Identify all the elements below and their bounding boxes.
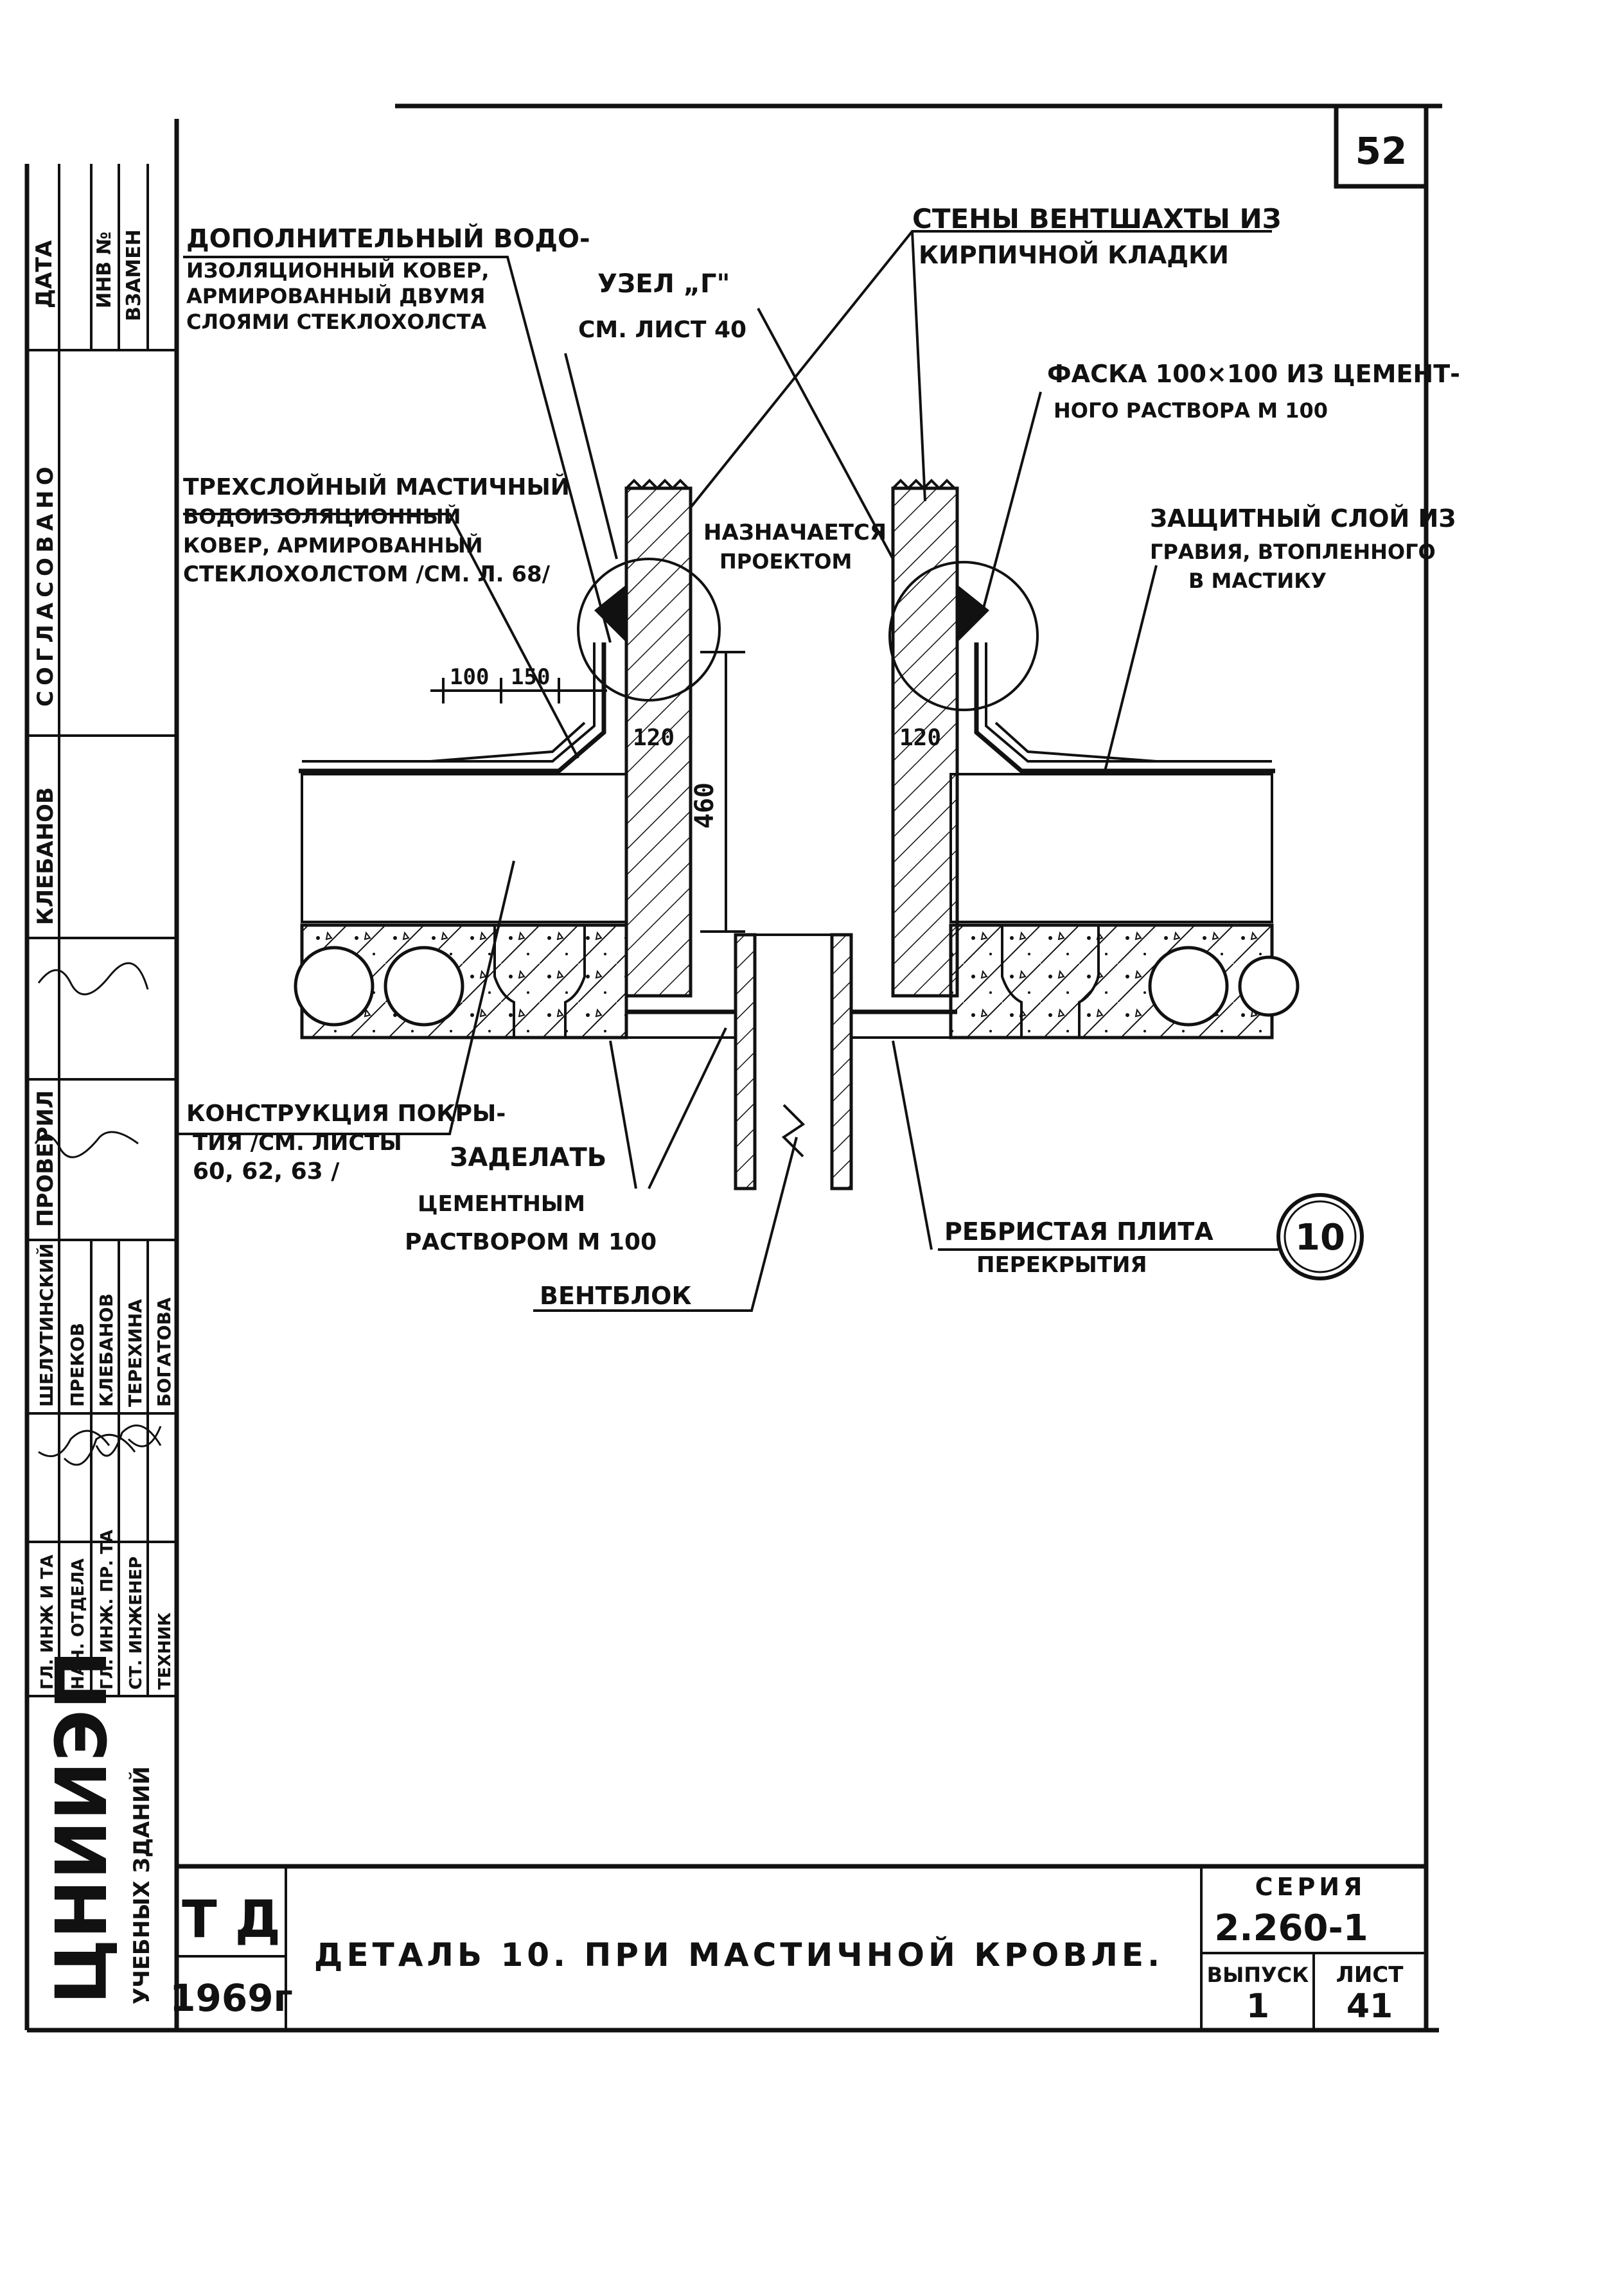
label-roof-construction-2: ТИЯ /СМ. ЛИСТЫ <box>193 1130 402 1156</box>
label-seal-2: ЦЕМЕНТНЫМ <box>418 1191 585 1217</box>
dim-120-left: 120 <box>633 725 675 751</box>
label-protective-1: ЗАЩИТНЫЙ СЛОЙ ИЗ <box>1150 504 1456 533</box>
stamp-name-d: ТЕРЕХИНА <box>125 1299 146 1407</box>
label-additional-carpet-1: ДОПОЛНИТЕЛЬНЫЙ ВОДО- <box>186 223 590 254</box>
page-number-box: 52 <box>1334 103 1429 189</box>
vent-block-right-wall <box>830 933 853 1190</box>
label-chamfer-1: ФАСКА 100×100 ИЗ ЦЕМЕНТ- <box>1047 360 1460 388</box>
label-node-1: УЗЕЛ „Г" <box>597 269 730 299</box>
label-three-layer-4: СТЕКЛОХОЛСТОМ /СМ. Л. 68/ <box>183 562 551 587</box>
detail-marker-circle <box>1276 1193 1364 1280</box>
sheet-frame <box>24 103 1442 2033</box>
stamp-date: ДАТА <box>31 240 57 308</box>
right-roofing-layers <box>974 642 1275 774</box>
dim-100: 100 <box>450 664 489 690</box>
detail-marker: 10 <box>1295 1217 1345 1259</box>
label-three-layer-3: КОВЕР, АРМИРОВАННЫЙ <box>183 533 483 558</box>
left-slab-insulation <box>301 773 628 923</box>
label-additional-carpet-2: ИЗОЛЯЦИОННЫЙ КОВЕР, <box>186 258 489 283</box>
dim-460: 460 <box>690 783 719 829</box>
stamp-checked: ПРОВЕРИЛ <box>33 1090 58 1227</box>
label-roof-construction-1: КОНСТРУКЦИЯ ПОКРЫ- <box>186 1101 506 1127</box>
stamp-name-c: КЛЕБАНОВ <box>96 1293 117 1407</box>
stamp-name-b: ПРЕКОВ <box>67 1323 88 1407</box>
series-label: СЕРИЯ <box>1255 1873 1366 1901</box>
stamp-replace: ВЗАМЕН <box>123 229 145 321</box>
label-additional-carpet-4: СЛОЯМИ СТЕКЛОХОЛСТА <box>186 310 487 334</box>
stamp-name-a: ШЕЛУТИНСКИЙ <box>35 1243 57 1407</box>
label-shaft-walls-2: КИРПИЧНОЙ КЛАДКИ <box>919 241 1229 269</box>
label-protective-2: ГРАВИЯ, ВТОПЛЕННОГО <box>1150 540 1436 564</box>
right-chamfer-fillet <box>957 585 989 642</box>
leader-lines <box>177 230 1278 1312</box>
stamp-role-2: НАЧ. ОТДЕЛА <box>69 1559 88 1690</box>
sheet-title: ДЕТАЛЬ 10. ПРИ МАСТИЧНОЙ КРОВЛЕ. <box>314 1936 1163 1974</box>
left-node-circle <box>577 558 721 702</box>
label-node-2: СМ. ЛИСТ 40 <box>578 317 746 343</box>
vent-block-left-wall <box>734 933 757 1190</box>
left-roofing-layers <box>299 642 606 774</box>
stamp-approved: СОГЛАСОВАНО <box>33 461 58 707</box>
signatures <box>34 962 162 1466</box>
title-block: Т Д 1969г ДЕТАЛЬ 10. ПРИ МАСТИЧНОЙ КРОВЛ… <box>170 1864 1426 2030</box>
right-slab-insulation <box>949 773 1273 923</box>
label-additional-carpet-3: АРМИРОВАННЫЙ ДВУМЯ <box>186 284 485 308</box>
label-by-project-2: ПРОЕКТОМ <box>719 549 852 574</box>
left-chamfer-fillet <box>594 585 626 642</box>
label-three-layer-2: ВОДОИЗОЛЯЦИОННЫЙ <box>183 504 461 529</box>
stamp-role-5: ТЕХНИК <box>155 1613 175 1690</box>
doc-code: Т Д <box>182 1889 281 1949</box>
dim-120-right: 120 <box>899 725 941 751</box>
label-shaft-walls-1: СТЕНЫ ВЕНТШАХТЫ ИЗ <box>912 203 1282 234</box>
stamp-role-4: СТ. ИНЖЕНЕР <box>127 1557 146 1690</box>
year: 1969г <box>170 1976 293 2020</box>
stamp-name-e: БОГАТОВА <box>154 1297 175 1407</box>
org-subtitle: УЧЕБНЫХ ЗДАНИЙ <box>128 1766 155 2004</box>
label-protective-3: В МАСТИКУ <box>1188 569 1327 593</box>
right-node-circle <box>888 561 1039 711</box>
label-ribbed-slab-2: ПЕРЕКРЫТИЯ <box>976 1252 1147 1278</box>
label-by-project-1: НАЗНАЧАЕТСЯ <box>703 520 887 545</box>
stamp-name-1: КЛЕБАНОВ <box>33 787 58 925</box>
label-seal-1: ЗАДЕЛАТЬ <box>450 1143 606 1172</box>
series-value: 2.260-1 <box>1214 1907 1368 1949</box>
issue-label: ВЫПУСК <box>1207 1963 1309 1987</box>
label-ribbed-slab-1: РЕБРИСТАЯ ПЛИТА <box>944 1217 1214 1246</box>
page-number: 52 <box>1355 129 1408 173</box>
label-vent-block: ВЕНТБЛОК <box>540 1282 692 1310</box>
stamp-role-3: ГЛ. ИНЖ. ПР. ТА <box>98 1530 117 1690</box>
annotations: ДОПОЛНИТЕЛЬНЫЙ ВОДО- ИЗОЛЯЦИОННЫЙ КОВЕР,… <box>183 203 1460 1310</box>
sheet-label: ЛИСТ <box>1336 1962 1404 1988</box>
side-stamp: ДАТА ИНВ № ВЗАМЕН СОГЛАСОВАНО КЛЕБАНОВ П… <box>27 164 177 2004</box>
label-chamfer-2: НОГО РАСТВОРА М 100 <box>1054 398 1328 423</box>
detail-drawing: 460 120 120 100 150 <box>177 230 1364 1312</box>
label-roof-construction-3: 60, 62, 63 / <box>193 1158 340 1185</box>
left-shaft-wall <box>624 486 693 998</box>
org-name: ЦНИИЭП <box>40 1650 123 2004</box>
label-three-layer-1: ТРЕХСЛОЙНЫЙ МАСТИЧНЫЙ <box>183 473 570 500</box>
issue-value: 1 <box>1246 1987 1269 2026</box>
label-seal-3: РАСТВОРОМ М 100 <box>405 1229 657 1255</box>
stamp-role-1: ГЛ. ИНЖ И ТА <box>38 1555 57 1690</box>
stamp-inv: ИНВ № <box>93 231 116 308</box>
sheet-value: 41 <box>1346 1987 1393 2026</box>
